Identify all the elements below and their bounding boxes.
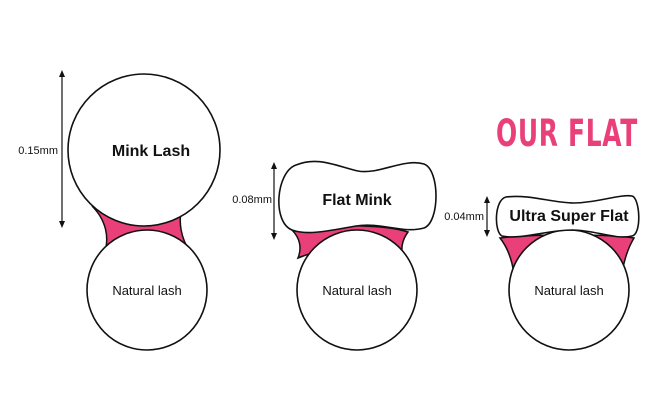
ultra-flat-lash-shape — [495, 194, 640, 238]
mink-lash-circle — [67, 73, 221, 227]
flat-mink-lash-shape — [278, 160, 437, 234]
thickness-arrow — [484, 196, 490, 237]
thickness-arrow — [59, 70, 65, 228]
natural-lash-circle — [86, 229, 208, 351]
natural-lash-label: Natural lash — [112, 283, 181, 298]
column-flat-mink: Flat Mink Natural lash 0.08mm — [232, 160, 437, 351]
lash-name-label: Mink Lash — [112, 143, 190, 160]
lash-name-label: Ultra Super Flat — [509, 208, 629, 225]
thickness-arrow — [271, 162, 277, 240]
thickness-label: 0.04mm — [444, 211, 484, 223]
natural-lash-circle — [296, 229, 418, 351]
column-mink-lash: Mink Lash Natural lash 0.15mm — [18, 70, 221, 351]
natural-lash-label: Natural lash — [534, 283, 603, 298]
thickness-label: 0.08mm — [232, 194, 272, 206]
column-ultra-super-flat: Ultra Super Flat Natural lash 0.04mm — [444, 194, 640, 351]
headline-our-flat: OUR FLAT — [496, 112, 638, 155]
natural-lash-label: Natural lash — [322, 283, 391, 298]
thickness-label: 0.15mm — [18, 145, 58, 157]
lash-name-label: Flat Mink — [322, 192, 391, 209]
